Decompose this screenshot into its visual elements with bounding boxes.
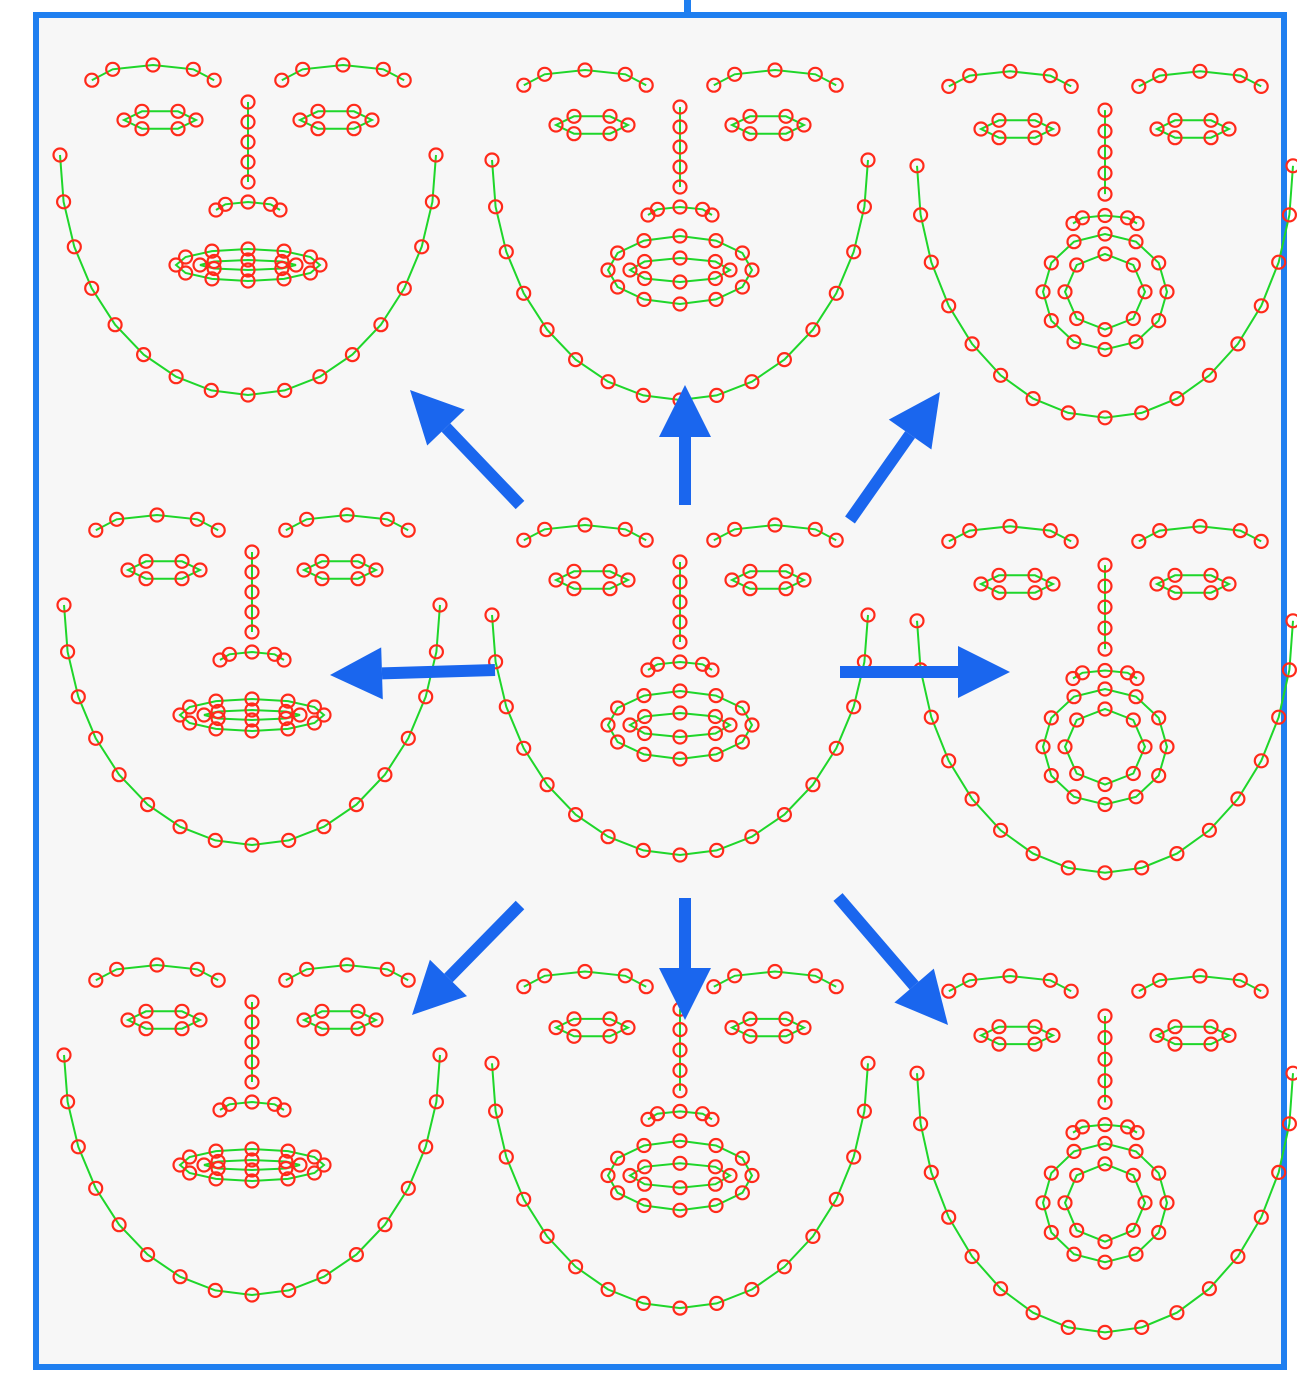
- arrow-head: [330, 647, 383, 699]
- right-eye-line: [300, 111, 372, 128]
- left-eye-line: [124, 111, 196, 128]
- inner-lip-line: [630, 713, 730, 737]
- arrow-to-bottom-left: [412, 905, 520, 1015]
- right-eye-line: [304, 561, 376, 578]
- face-center: [486, 519, 875, 862]
- outer-lip-line: [1043, 689, 1167, 805]
- left-eye-line: [128, 1011, 200, 1028]
- right-eye-line: [732, 571, 804, 588]
- face-bottom-left: [58, 959, 447, 1302]
- jaw-line: [917, 1073, 1293, 1332]
- face-bottom-center: [486, 965, 875, 1315]
- inner-lip-line: [1065, 709, 1145, 785]
- arrow-head: [659, 968, 711, 1020]
- arrow-to-top-left: [410, 390, 520, 505]
- arrow-head: [958, 646, 1010, 698]
- right-eye-line: [1157, 575, 1229, 592]
- arrow-shaft: [382, 670, 495, 673]
- arrow-shaft: [838, 897, 914, 986]
- arrow-to-middle-left: [330, 647, 495, 699]
- arrow-to-top-center: [659, 385, 711, 505]
- left-eye-line: [556, 1019, 628, 1036]
- outer-lip-line: [1043, 234, 1167, 350]
- jaw-line: [492, 615, 868, 855]
- face-bottom-right: [911, 970, 1297, 1339]
- jaw-line: [492, 160, 868, 400]
- inner-lip-line: [1065, 254, 1145, 330]
- inner-lip-line: [630, 1163, 730, 1187]
- arrow-head: [659, 385, 711, 437]
- arrow-head: [889, 392, 940, 450]
- arrow-to-top-right: [850, 392, 940, 520]
- face-middle-left: [58, 509, 447, 852]
- left-eye-line: [981, 575, 1053, 592]
- right-eye-line: [1157, 120, 1229, 137]
- outer-lip-line: [1043, 1143, 1167, 1262]
- left-eye-line: [981, 1027, 1053, 1044]
- arrow-to-bottom-center: [659, 898, 711, 1020]
- jaw-line: [917, 166, 1293, 418]
- right-eye-line: [304, 1011, 376, 1028]
- right-eye-line: [732, 116, 804, 133]
- arrow-to-bottom-right: [838, 897, 948, 1025]
- face-top-right: [911, 65, 1297, 425]
- face-top-left: [54, 59, 443, 402]
- inner-lip-line: [630, 258, 730, 282]
- jaw-line: [492, 1063, 868, 1308]
- inner-lip-line: [1065, 1164, 1145, 1242]
- left-eye-line: [556, 571, 628, 588]
- arrow-shaft: [850, 435, 910, 520]
- face-middle-right: [911, 520, 1297, 880]
- left-eye-line: [128, 561, 200, 578]
- arrow-shaft: [446, 428, 520, 505]
- right-eye-line: [1157, 1027, 1229, 1044]
- right-eye-line: [732, 1019, 804, 1036]
- left-eye-line: [556, 116, 628, 133]
- arrow-shaft: [448, 905, 520, 978]
- face-top-center: [486, 64, 875, 407]
- left-eye-line: [981, 120, 1053, 137]
